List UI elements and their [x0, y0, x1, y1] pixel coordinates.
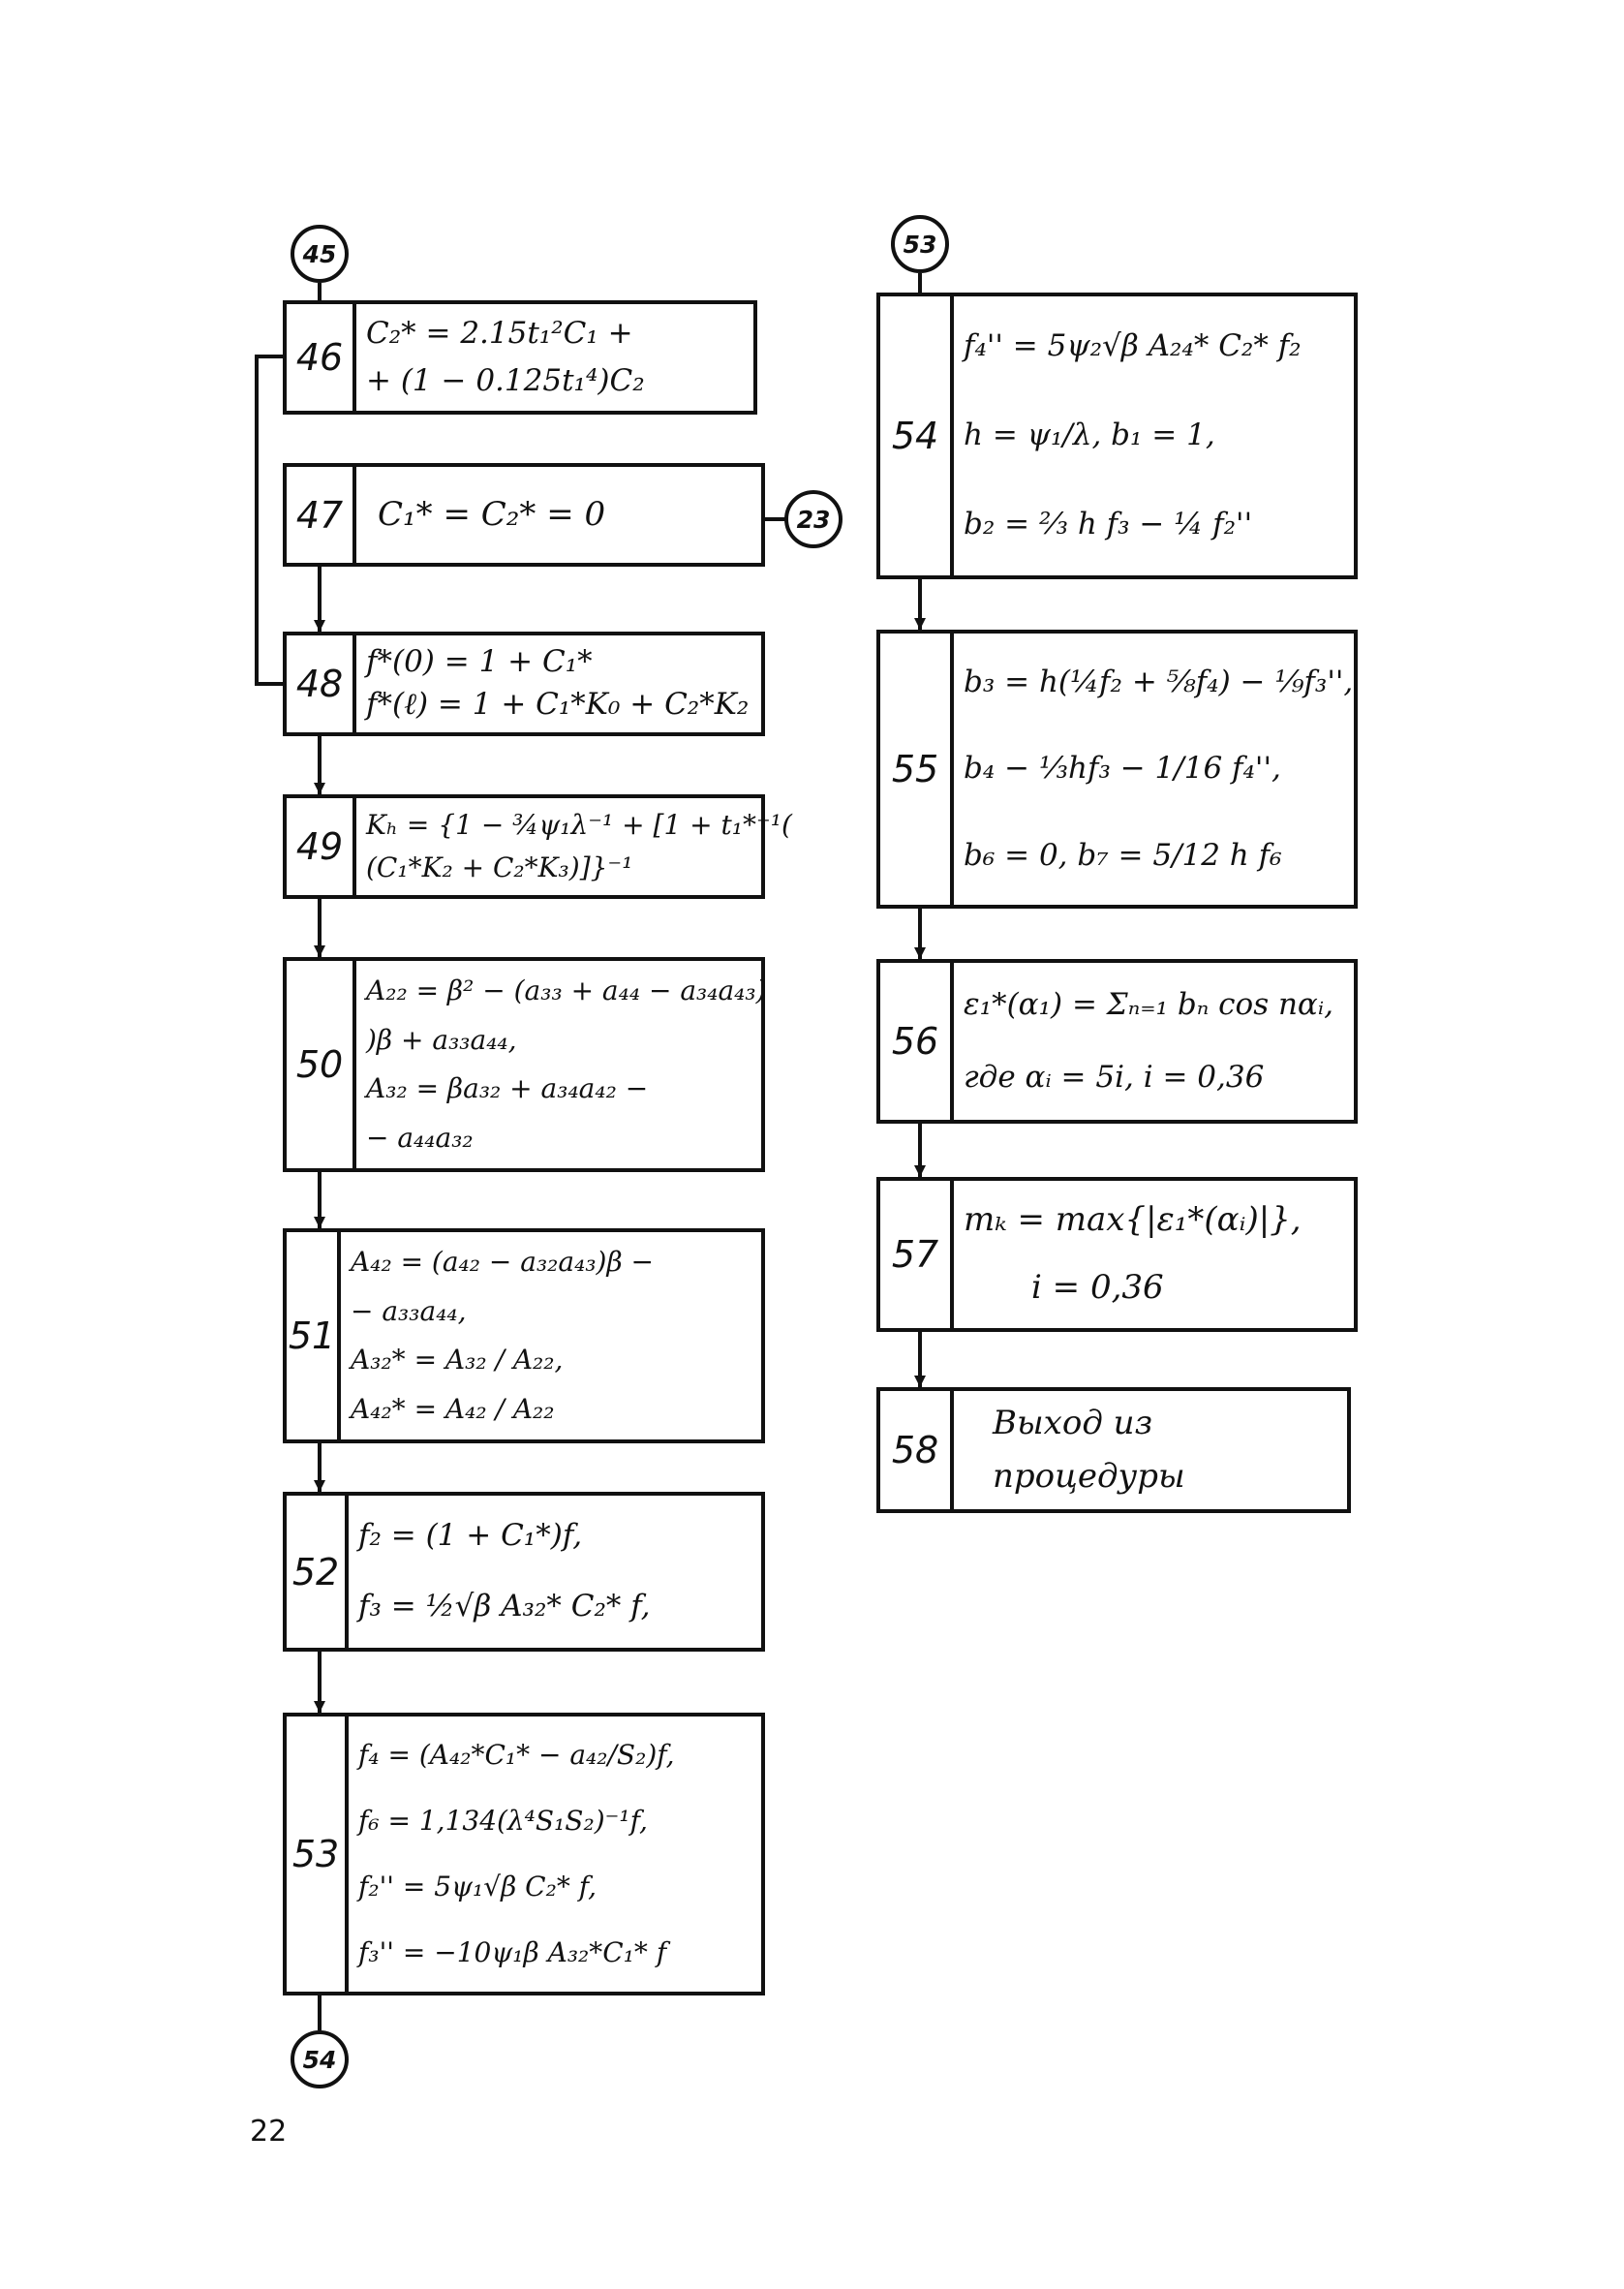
block-50: 50 A₂₂ = β² − (a₃₃ + a₄₄ − a₃₄a₄₃) )β + … — [283, 957, 767, 1172]
block-47: 47 C₁* = C₂* = 0 — [283, 463, 765, 567]
formula-line: A₃₂* = A₃₂ / A₂₂, — [351, 1344, 564, 1376]
formula-line: f₂ = (1 + C₁*)f, — [358, 1518, 583, 1554]
formula-line: f*(ℓ) = 1 + C₁*K₀ + C₂*K₂ — [366, 687, 750, 723]
block-48: 48 f*(0) = 1 + C₁* f*(ℓ) = 1 + C₁*K₀ + C… — [283, 632, 765, 736]
block-text: A₂₂ = β² − (a₃₃ + a₄₄ − a₃₄a₄₃) )β + a₃₃… — [356, 961, 767, 1168]
block-number: 50 — [287, 961, 356, 1168]
formula-line: C₁* = C₂* = 0 — [378, 494, 606, 534]
block-text: f*(0) = 1 + C₁* f*(ℓ) = 1 + C₁*K₀ + C₂*K… — [356, 635, 761, 732]
block-53: 53 f₄ = (A₄₂*C₁* − a₄₂/S₂)f, f₆ = 1,134(… — [283, 1713, 765, 1995]
block-text: C₁* = C₂* = 0 — [356, 467, 761, 563]
exit-label: процедуры — [993, 1456, 1185, 1496]
connector-23: 23 — [784, 490, 843, 548]
formula-line: A₂₂ = β² − (a₃₃ + a₄₄ − a₃₄a₄₃) — [366, 974, 767, 1007]
block-57: 57 mₖ = max{|ε₁*(αᵢ)|}, i = 0,36 — [876, 1177, 1358, 1332]
block-text: mₖ = max{|ε₁*(αᵢ)|}, i = 0,36 — [954, 1181, 1354, 1328]
block-number: 54 — [880, 296, 954, 575]
block-49: 49 Kₕ = {1 − ¾ψ₁λ⁻¹ + [1 + t₁*⁻¹( (C₁*K₂… — [283, 794, 792, 899]
block-52: 52 f₂ = (1 + C₁*)f, f₃ = ½√β A₃₂* C₂* f, — [283, 1492, 765, 1652]
block-number: 56 — [880, 963, 954, 1120]
block-56: 56 ε₁*(α₁) = Σₙ₌₁ bₙ cos nαᵢ, где αᵢ = 5… — [876, 959, 1358, 1124]
block-number: 58 — [880, 1391, 954, 1509]
formula-line: i = 0,36 — [1031, 1268, 1164, 1308]
block-text: A₄₂ = (a₄₂ − a₃₂a₄₃)β − − a₃₃a₄₄, A₃₂* =… — [341, 1232, 761, 1439]
formula-line: f*(0) = 1 + C₁* — [366, 644, 593, 680]
formula-line: f₆ = 1,134(λ⁴S₁S₂)⁻¹f, — [358, 1804, 648, 1837]
block-text: ε₁*(α₁) = Σₙ₌₁ bₙ cos nαᵢ, где αᵢ = 5i, … — [954, 963, 1354, 1120]
formula-line: C₂* = 2.15t₁²C₁ + — [366, 315, 633, 351]
block-number: 49 — [287, 798, 356, 895]
block-text: b₃ = h(¼f₂ + ⅝f₄) − ⅑f₃'', b₄ − ⅓hf₃ − 1… — [954, 634, 1354, 905]
formula-line: f₂'' = 5ψ₁√β C₂* f, — [358, 1870, 597, 1902]
formula-line: Kₕ = {1 − ¾ψ₁λ⁻¹ + [1 + t₁*⁻¹( — [366, 808, 792, 841]
block-51: 51 A₄₂ = (a₄₂ − a₃₂a₄₃)β − − a₃₃a₄₄, A₃₂… — [283, 1228, 765, 1443]
block-text: f₄'' = 5ψ₂√β A₂₄* C₂* f₂ h = ψ₁/λ, b₁ = … — [954, 296, 1354, 575]
block-number: 51 — [287, 1232, 341, 1439]
formula-line: (C₁*K₂ + C₂*K₃)]}⁻¹ — [366, 851, 633, 883]
block-46: 46 C₂* = 2.15t₁²C₁ + + (1 − 0.125t₁⁴)C₂ — [283, 300, 757, 415]
block-text: Выход из процедуры — [954, 1391, 1347, 1509]
block-number: 53 — [287, 1717, 349, 1992]
connector-45: 45 — [291, 225, 349, 283]
formula-line: A₄₂* = A₄₂ / A₂₂ — [351, 1392, 555, 1425]
formula-line: h = ψ₁/λ, b₁ = 1, — [964, 418, 1215, 453]
formula-line: b₄ − ⅓hf₃ − 1/16 f₄'', — [964, 751, 1281, 787]
formula-line: A₄₂ = (a₄₂ − a₃₂a₄₃)β − — [351, 1246, 655, 1279]
block-text: f₂ = (1 + C₁*)f, f₃ = ½√β A₃₂* C₂* f, — [349, 1496, 761, 1648]
formula-line: mₖ = max{|ε₁*(αᵢ)|}, — [964, 1200, 1302, 1240]
block-text: C₂* = 2.15t₁²C₁ + + (1 − 0.125t₁⁴)C₂ — [356, 304, 753, 411]
formula-line: ε₁*(α₁) = Σₙ₌₁ bₙ cos nαᵢ, — [964, 986, 1333, 1022]
connector-54: 54 — [291, 2030, 349, 2088]
formula-line: A₃₂ = βa₃₂ + a₃₄a₄₂ − — [366, 1072, 649, 1105]
block-number: 57 — [880, 1181, 954, 1328]
formula-line: b₃ = h(¼f₂ + ⅝f₄) − ⅑f₃'', — [964, 664, 1354, 699]
formula-line: − a₃₃a₄₄, — [351, 1294, 467, 1327]
block-number: 47 — [287, 467, 356, 563]
block-number: 52 — [287, 1496, 349, 1648]
formula-line: b₆ = 0, b₇ = 5/12 h f₆ — [964, 837, 1282, 873]
block-58: 58 Выход из процедуры — [876, 1387, 1351, 1513]
formula-line: где αᵢ = 5i, i = 0,36 — [964, 1059, 1265, 1095]
formula-line: − a₄₄a₃₂ — [366, 1121, 474, 1154]
formula-line: f₃ = ½√β A₃₂* C₂* f, — [358, 1588, 651, 1624]
formula-line: b₂ = ⅔ h f₃ − ¼ f₂'' — [964, 507, 1253, 542]
formula-line: f₃'' = −10ψ₁β A₃₂*C₁* f — [358, 1935, 667, 1968]
page-number: 22 — [250, 2115, 288, 2149]
block-54: 54 f₄'' = 5ψ₂√β A₂₄* C₂* f₂ h = ψ₁/λ, b₁… — [876, 293, 1358, 579]
block-number: 48 — [287, 635, 356, 732]
block-number: 46 — [287, 304, 356, 411]
formula-line: )β + a₃₃a₄₄, — [366, 1023, 517, 1056]
exit-label: Выход из — [993, 1403, 1153, 1442]
formula-line: f₄'' = 5ψ₂√β A₂₄* C₂* f₂ — [964, 328, 1302, 364]
block-text: f₄ = (A₄₂*C₁* − a₄₂/S₂)f, f₆ = 1,134(λ⁴S… — [349, 1717, 761, 1992]
connector-53: 53 — [891, 215, 949, 273]
formula-line: f₄ = (A₄₂*C₁* − a₄₂/S₂)f, — [358, 1738, 675, 1771]
block-text: Kₕ = {1 − ¾ψ₁λ⁻¹ + [1 + t₁*⁻¹( (C₁*K₂ + … — [356, 798, 792, 895]
block-55: 55 b₃ = h(¼f₂ + ⅝f₄) − ⅑f₃'', b₄ − ⅓hf₃ … — [876, 630, 1358, 909]
formula-line: + (1 − 0.125t₁⁴)C₂ — [366, 362, 645, 398]
block-number: 55 — [880, 634, 954, 905]
